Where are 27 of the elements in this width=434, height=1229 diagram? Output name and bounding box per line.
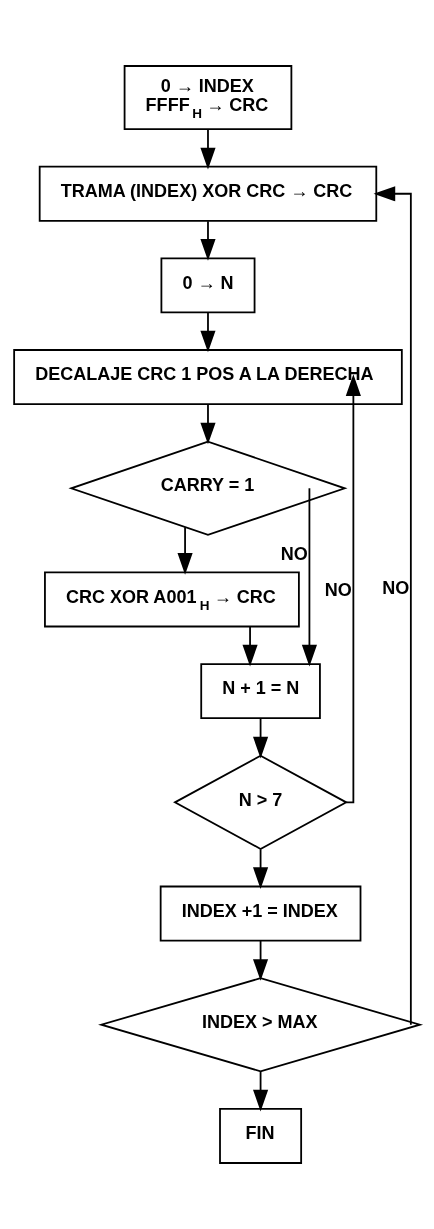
node-box: N + 1 = N <box>200 663 321 720</box>
arrow <box>301 487 317 667</box>
node-diamond: N > 7 <box>173 754 349 850</box>
edge-label: NO <box>324 579 352 600</box>
edge-label: NO <box>280 544 308 565</box>
edge-label: NO <box>382 578 410 599</box>
node-box: CRC XOR A001$_{H}$ → CRC <box>44 571 300 628</box>
node-box: FIN <box>219 1108 303 1164</box>
arrow <box>373 186 412 1026</box>
arrow <box>253 940 269 981</box>
arrow <box>200 403 216 445</box>
arrow <box>200 128 216 170</box>
arrow <box>177 526 193 575</box>
node-box: INDEX +1 = INDEX <box>159 885 362 942</box>
arrow <box>345 374 361 804</box>
arrow <box>253 848 269 889</box>
node-box: TRAMA (INDEX) XOR CRC → CRC <box>38 165 378 222</box>
node-box: 0 → INDEX FFFF$_{H}$ → CRC <box>123 65 293 130</box>
node-diamond: CARRY = 1 <box>68 440 348 536</box>
node-box: 0 → N <box>160 257 256 314</box>
node-box: DECALAJE CRC 1 POS A LA DERECHA <box>13 349 403 405</box>
arrow <box>200 220 216 261</box>
arrow <box>242 626 258 667</box>
node-diamond: INDEX > MAX <box>98 977 424 1073</box>
arrow <box>253 1071 269 1112</box>
arrow <box>200 312 216 353</box>
arrow <box>253 717 269 759</box>
